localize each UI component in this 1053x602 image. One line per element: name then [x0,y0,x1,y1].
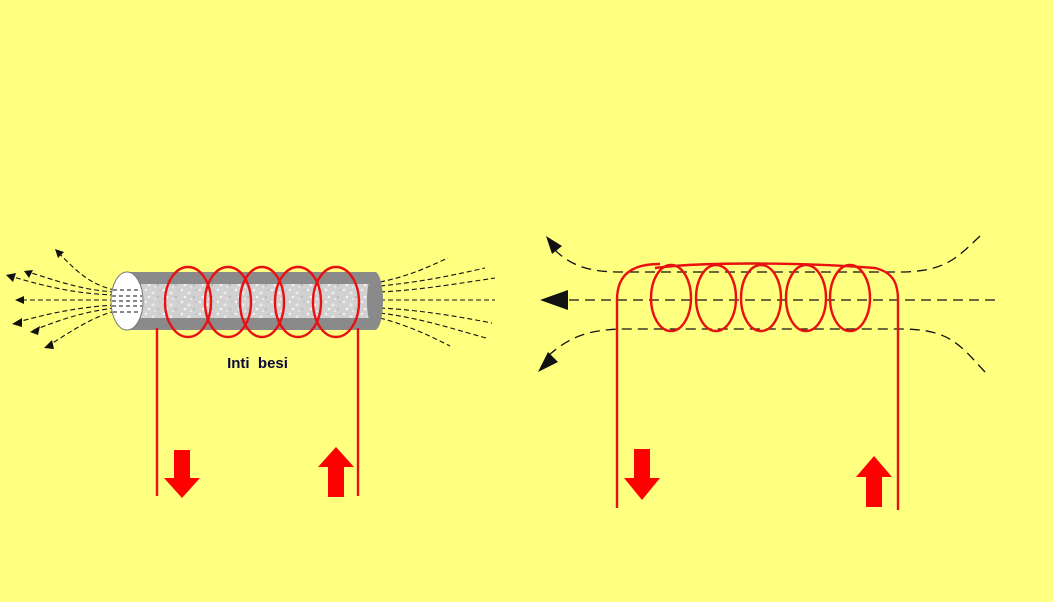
left-field-lines-east [379,257,496,347]
left-coil [163,265,361,339]
left-field-arrowheads [6,249,64,349]
right-coil [615,262,900,510]
right-current-up-arrow [856,456,892,507]
iron-core-solenoid [6,249,496,498]
left-field-lines-west [9,251,116,347]
air-core-solenoid [538,235,995,510]
left-lead-wires [155,328,360,496]
left-current-down-arrow [164,450,200,498]
right-current-down-arrow [624,449,660,500]
right-field-lines [547,235,995,373]
left-current-up-arrow [318,447,354,497]
iron-core-label: Inti besi [227,355,288,372]
right-field-arrowheads [538,236,568,372]
